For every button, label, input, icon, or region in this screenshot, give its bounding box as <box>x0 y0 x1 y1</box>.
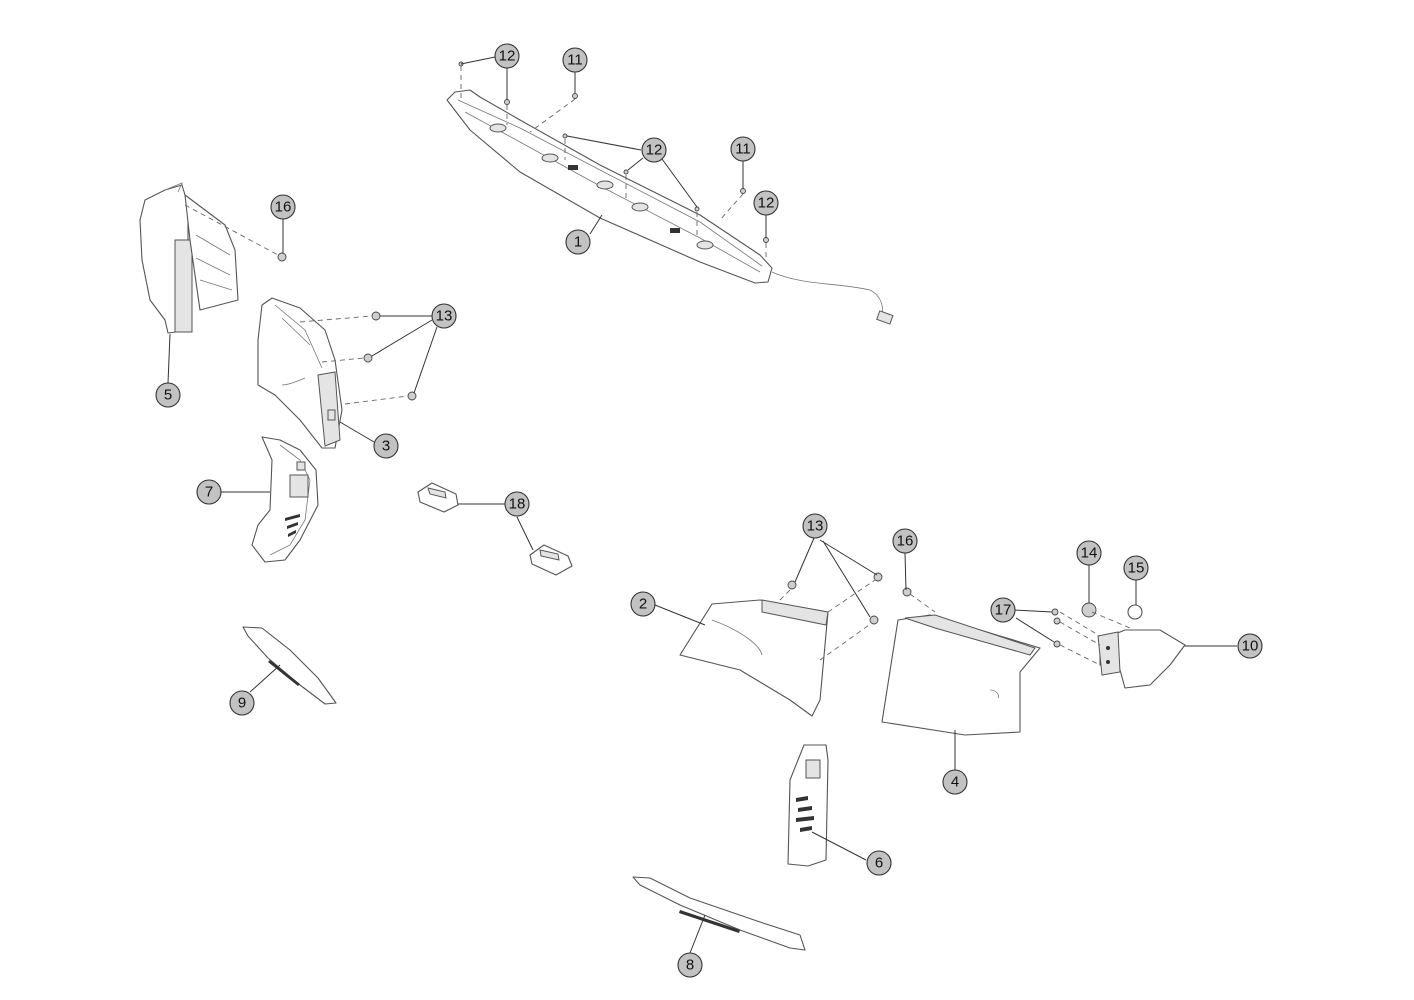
part-9-left-lower-trim <box>242 626 337 705</box>
callout-12-middle: 12 <box>641 137 667 163</box>
assembly-lines <box>184 66 1131 666</box>
callout-8: 8 <box>677 952 703 978</box>
part-1-high-mount-light-bar <box>446 89 894 325</box>
callout-12-right-label: 12 <box>758 195 775 212</box>
callout-6-label: 6 <box>875 855 883 872</box>
callout-3: 3 <box>373 433 399 459</box>
callout-14: 14 <box>1076 540 1102 566</box>
callout-1-label: 1 <box>574 234 582 251</box>
part-7-left-bracket <box>251 436 319 563</box>
callout-16-left-label: 16 <box>275 199 292 216</box>
part-18-license-plate-lamps <box>417 482 573 576</box>
callout-13-left: 13 <box>431 303 457 329</box>
callout-15: 15 <box>1123 555 1149 581</box>
callout-4: 4 <box>942 769 968 795</box>
part-8-right-lower-trim <box>632 876 806 951</box>
callout-4-label: 4 <box>951 774 959 791</box>
callout-13-left-label: 13 <box>436 308 453 325</box>
callout-5: 5 <box>155 382 181 408</box>
callout-10: 10 <box>1237 633 1263 659</box>
part-5-rear-lamp-left-outer <box>139 182 239 334</box>
callout-15-label: 15 <box>1128 560 1145 577</box>
callout-5-label: 5 <box>164 387 172 404</box>
callout-12-middle-label: 12 <box>646 142 663 159</box>
fasteners <box>277 61 1143 648</box>
callout-10-label: 10 <box>1242 638 1259 655</box>
callout-8-label: 8 <box>686 957 694 974</box>
callout-1: 1 <box>565 229 591 255</box>
callout-11-right: 11 <box>730 136 756 162</box>
callout-7-label: 7 <box>205 484 213 501</box>
callout-17-label: 17 <box>995 602 1012 619</box>
callout-12-top-label: 12 <box>499 48 516 65</box>
callout-11-top-label: 11 <box>567 52 583 69</box>
part-2-rear-lamp-right-inner <box>679 599 829 717</box>
callout-13-right: 13 <box>802 513 828 539</box>
callout-11-top: 11 <box>562 47 588 73</box>
callout-12-right: 12 <box>753 190 779 216</box>
callout-2-label: 2 <box>639 596 647 613</box>
leader-lines <box>167 56 1237 954</box>
callout-17: 17 <box>990 597 1016 623</box>
callout-14-label: 14 <box>1081 545 1098 562</box>
callout-2: 2 <box>630 591 656 617</box>
callout-7: 7 <box>196 479 222 505</box>
callout-13-right-label: 13 <box>807 518 824 535</box>
callout-9-label: 9 <box>238 695 246 712</box>
callout-6: 6 <box>866 850 892 876</box>
callout-3-label: 3 <box>382 438 390 455</box>
part-3-rear-lamp-left-inner <box>257 297 343 449</box>
callout-11-right-label: 11 <box>735 141 751 158</box>
callout-16-right: 16 <box>892 528 918 554</box>
callout-18-label: 18 <box>509 496 526 513</box>
callout-12-top: 12 <box>494 43 520 69</box>
callout-9: 9 <box>229 690 255 716</box>
callout-16-left: 16 <box>270 194 296 220</box>
callout-18: 18 <box>504 491 530 517</box>
part-6-right-bracket <box>787 744 829 867</box>
part-4-rear-lamp-right-outer <box>881 614 1041 736</box>
callout-16-right-label: 16 <box>897 533 914 550</box>
part-10-side-marker-lamp <box>1097 629 1186 689</box>
